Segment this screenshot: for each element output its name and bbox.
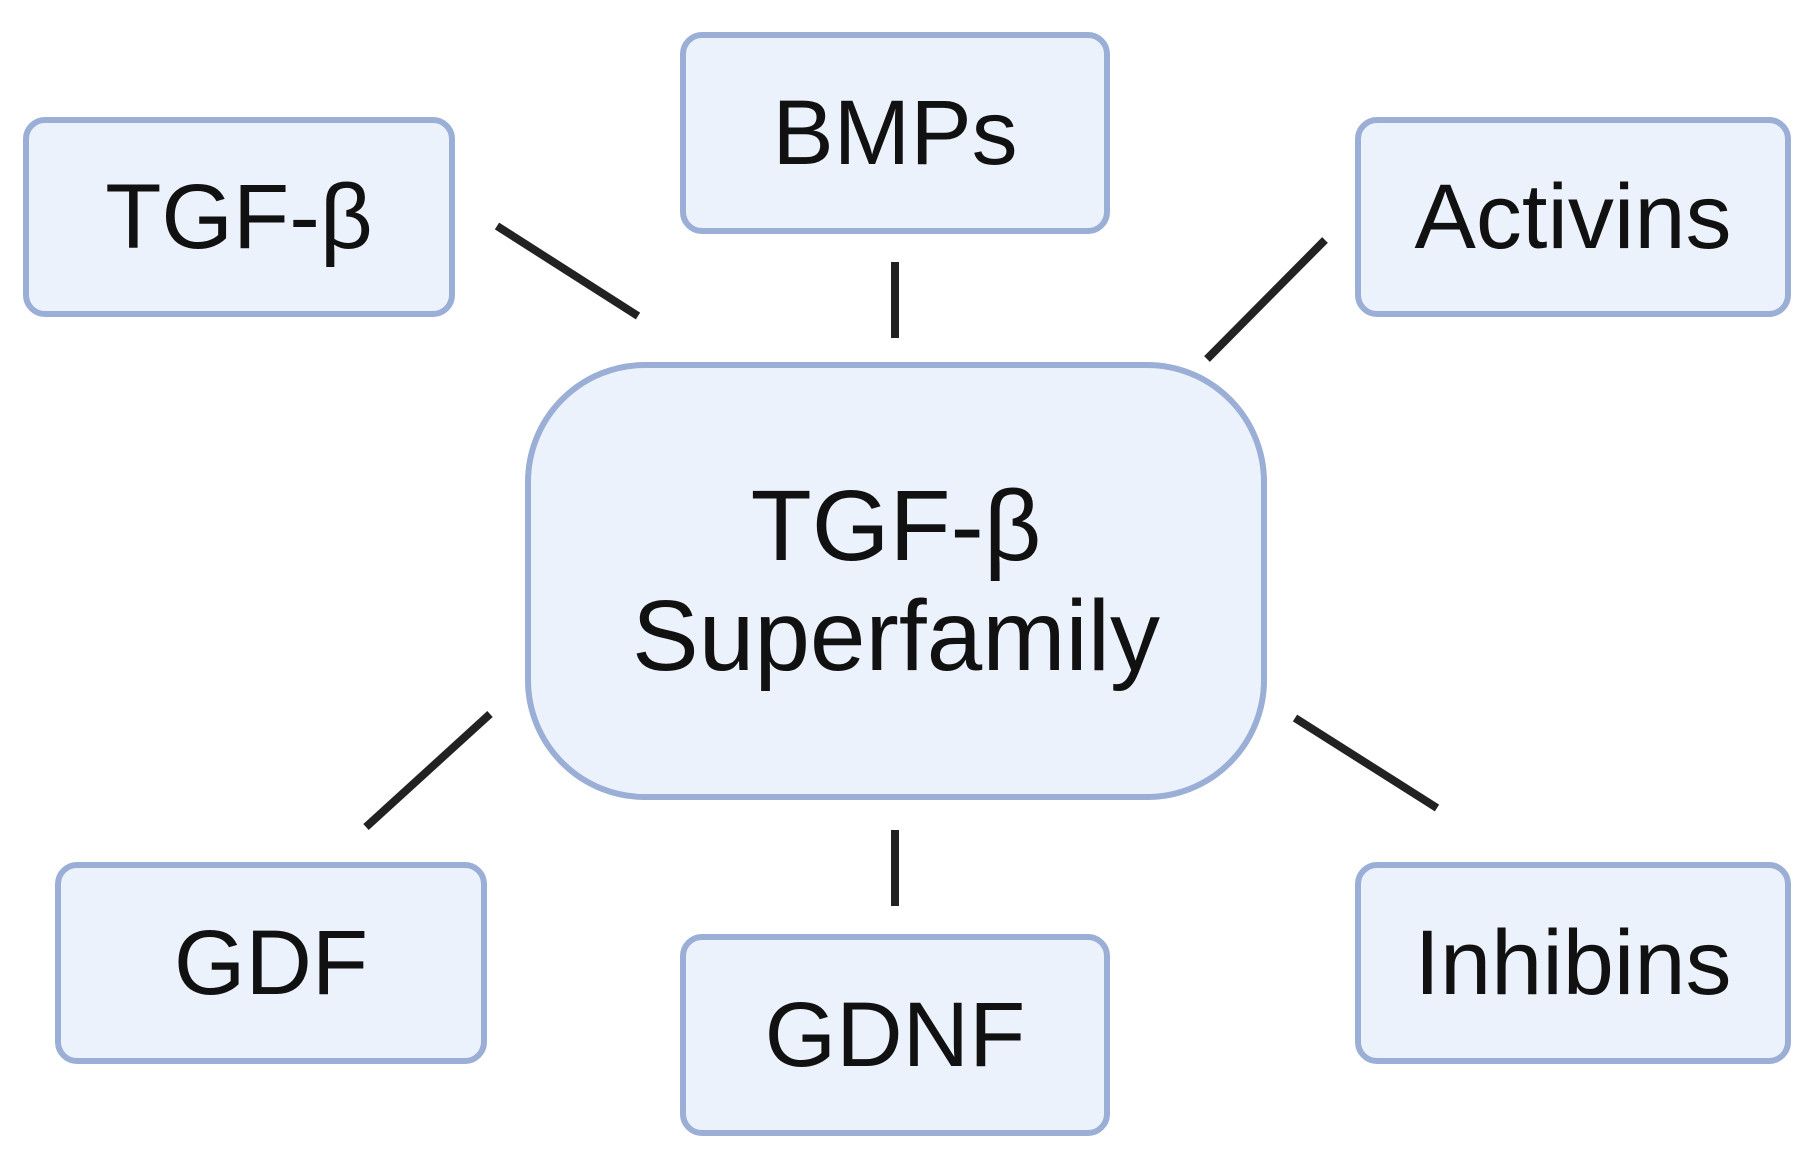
center-label-line1: TGF-β [750, 470, 1042, 582]
node-inhibins-label: Inhibins [1414, 912, 1732, 1014]
node-activins-label: Activins [1414, 166, 1732, 268]
node-inhibins: Inhibins [1355, 862, 1791, 1064]
node-tgf-beta-label: TGF-β [105, 166, 373, 268]
connector-activins [1204, 237, 1328, 362]
node-gdf-label: GDF [173, 912, 369, 1014]
node-bmps: BMPs [680, 32, 1110, 234]
node-tgf-beta: TGF-β [23, 117, 455, 317]
node-activins: Activins [1355, 117, 1791, 317]
node-bmps-label: BMPs [772, 82, 1018, 184]
connector-inhibins [1292, 714, 1440, 812]
center-label-line2: Superfamily [632, 580, 1160, 692]
connector-tgf-beta [494, 222, 641, 320]
node-gdnf-label: GDNF [764, 984, 1026, 1086]
node-gdf: GDF [55, 862, 487, 1064]
center-node-tgf-beta-superfamily: TGF-β Superfamily [525, 362, 1267, 800]
connector-gdf [363, 711, 493, 830]
node-gdnf: GDNF [680, 934, 1110, 1136]
